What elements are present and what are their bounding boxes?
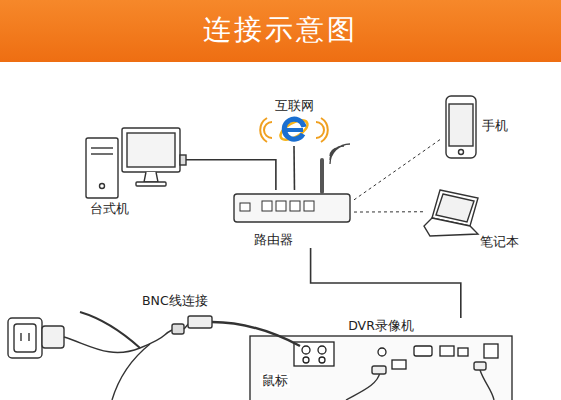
internet-icon bbox=[316, 118, 328, 142]
desktop-icon bbox=[91, 147, 113, 148]
dvr-recorder bbox=[440, 346, 454, 356]
internet-icon bbox=[260, 118, 272, 142]
dvr-recorder bbox=[250, 336, 512, 400]
desktop-icon bbox=[180, 155, 186, 165]
device-label: DVR录像机 bbox=[346, 318, 416, 333]
phone-icon bbox=[446, 96, 476, 158]
laptop-icon bbox=[436, 194, 474, 222]
network-cable bbox=[311, 248, 461, 318]
outlet-and-cables bbox=[80, 312, 140, 348]
network-cable bbox=[186, 160, 276, 190]
internet-icon bbox=[284, 119, 304, 139]
title-text: 连接示意图 bbox=[0, 12, 561, 48]
router-icon bbox=[240, 203, 250, 211]
internet-icon bbox=[260, 116, 328, 143]
phone-icon bbox=[449, 104, 473, 146]
dvr-recorder bbox=[484, 344, 498, 358]
device-node: 笔记本 bbox=[426, 186, 525, 252]
outlet-and-cables bbox=[480, 370, 494, 400]
desktop-icon bbox=[91, 153, 113, 154]
device-label: 台式机 bbox=[88, 201, 131, 216]
desktop-icon bbox=[100, 184, 105, 189]
dvr-recorder bbox=[250, 336, 512, 400]
outlet-and-cables bbox=[14, 324, 36, 352]
internet-icon bbox=[285, 128, 303, 132]
header-bar bbox=[0, 0, 561, 62]
outlet-and-cables bbox=[474, 362, 486, 370]
outlet-and-cables bbox=[188, 316, 212, 328]
desktop-icon bbox=[144, 172, 158, 182]
phone-icon bbox=[446, 96, 476, 158]
device-label: 互联网 bbox=[273, 98, 316, 113]
wireless-link bbox=[354, 211, 426, 212]
router-icon bbox=[290, 201, 300, 211]
router-icon bbox=[234, 144, 350, 222]
outlet-and-cables bbox=[112, 344, 150, 400]
router-icon bbox=[262, 201, 272, 211]
router-icon bbox=[330, 144, 350, 164]
outlet-and-cables bbox=[212, 322, 300, 346]
router-icon bbox=[234, 194, 350, 222]
outlet-and-cables bbox=[8, 312, 494, 400]
dvr-recorder bbox=[303, 357, 309, 363]
part-label: BNC线连接 bbox=[140, 293, 210, 308]
router-icon bbox=[304, 201, 314, 211]
dvr-recorder bbox=[414, 346, 432, 356]
laptop-icon bbox=[424, 190, 478, 236]
device-label: 路由器 bbox=[252, 232, 295, 247]
outlet-and-cables bbox=[346, 372, 380, 400]
outlet-and-cables bbox=[8, 318, 42, 358]
outlet-and-cables bbox=[42, 326, 64, 348]
laptop-icon bbox=[424, 218, 478, 236]
outlet-and-cables bbox=[20, 333, 21, 341]
desktop-icon bbox=[86, 128, 186, 198]
network-cable bbox=[293, 146, 295, 190]
device-node: 台式机 bbox=[80, 124, 186, 218]
dvr-recorder bbox=[302, 346, 310, 354]
header-bar bbox=[0, 0, 561, 62]
outlet-and-cables bbox=[64, 330, 172, 352]
device-label: 笔记本 bbox=[478, 234, 521, 249]
dvr-recorder bbox=[392, 360, 406, 369]
dvr-recorder bbox=[318, 346, 326, 354]
desktop-icon bbox=[127, 133, 175, 167]
outlet-and-cables bbox=[372, 366, 386, 374]
desktop-icon bbox=[122, 128, 180, 172]
outlet-and-cables bbox=[28, 333, 29, 341]
desktop-icon bbox=[136, 182, 166, 186]
device-label: 手机 bbox=[480, 118, 510, 133]
wireless-link bbox=[354, 140, 440, 200]
phone-icon bbox=[459, 150, 464, 155]
dvr-recorder bbox=[319, 357, 325, 363]
dvr-recorder bbox=[458, 348, 468, 356]
device-node: 路由器 bbox=[230, 190, 354, 248]
desktop-icon bbox=[86, 138, 118, 198]
dvr-recorder bbox=[378, 348, 386, 356]
device-node: 手机 bbox=[440, 92, 518, 162]
device-node: 互联网 bbox=[266, 98, 322, 146]
outlet-and-cables bbox=[172, 324, 184, 334]
router-icon bbox=[320, 158, 324, 194]
part-label: 鼠标 bbox=[260, 373, 290, 388]
internet-icon bbox=[278, 116, 311, 143]
router-icon bbox=[276, 201, 286, 211]
